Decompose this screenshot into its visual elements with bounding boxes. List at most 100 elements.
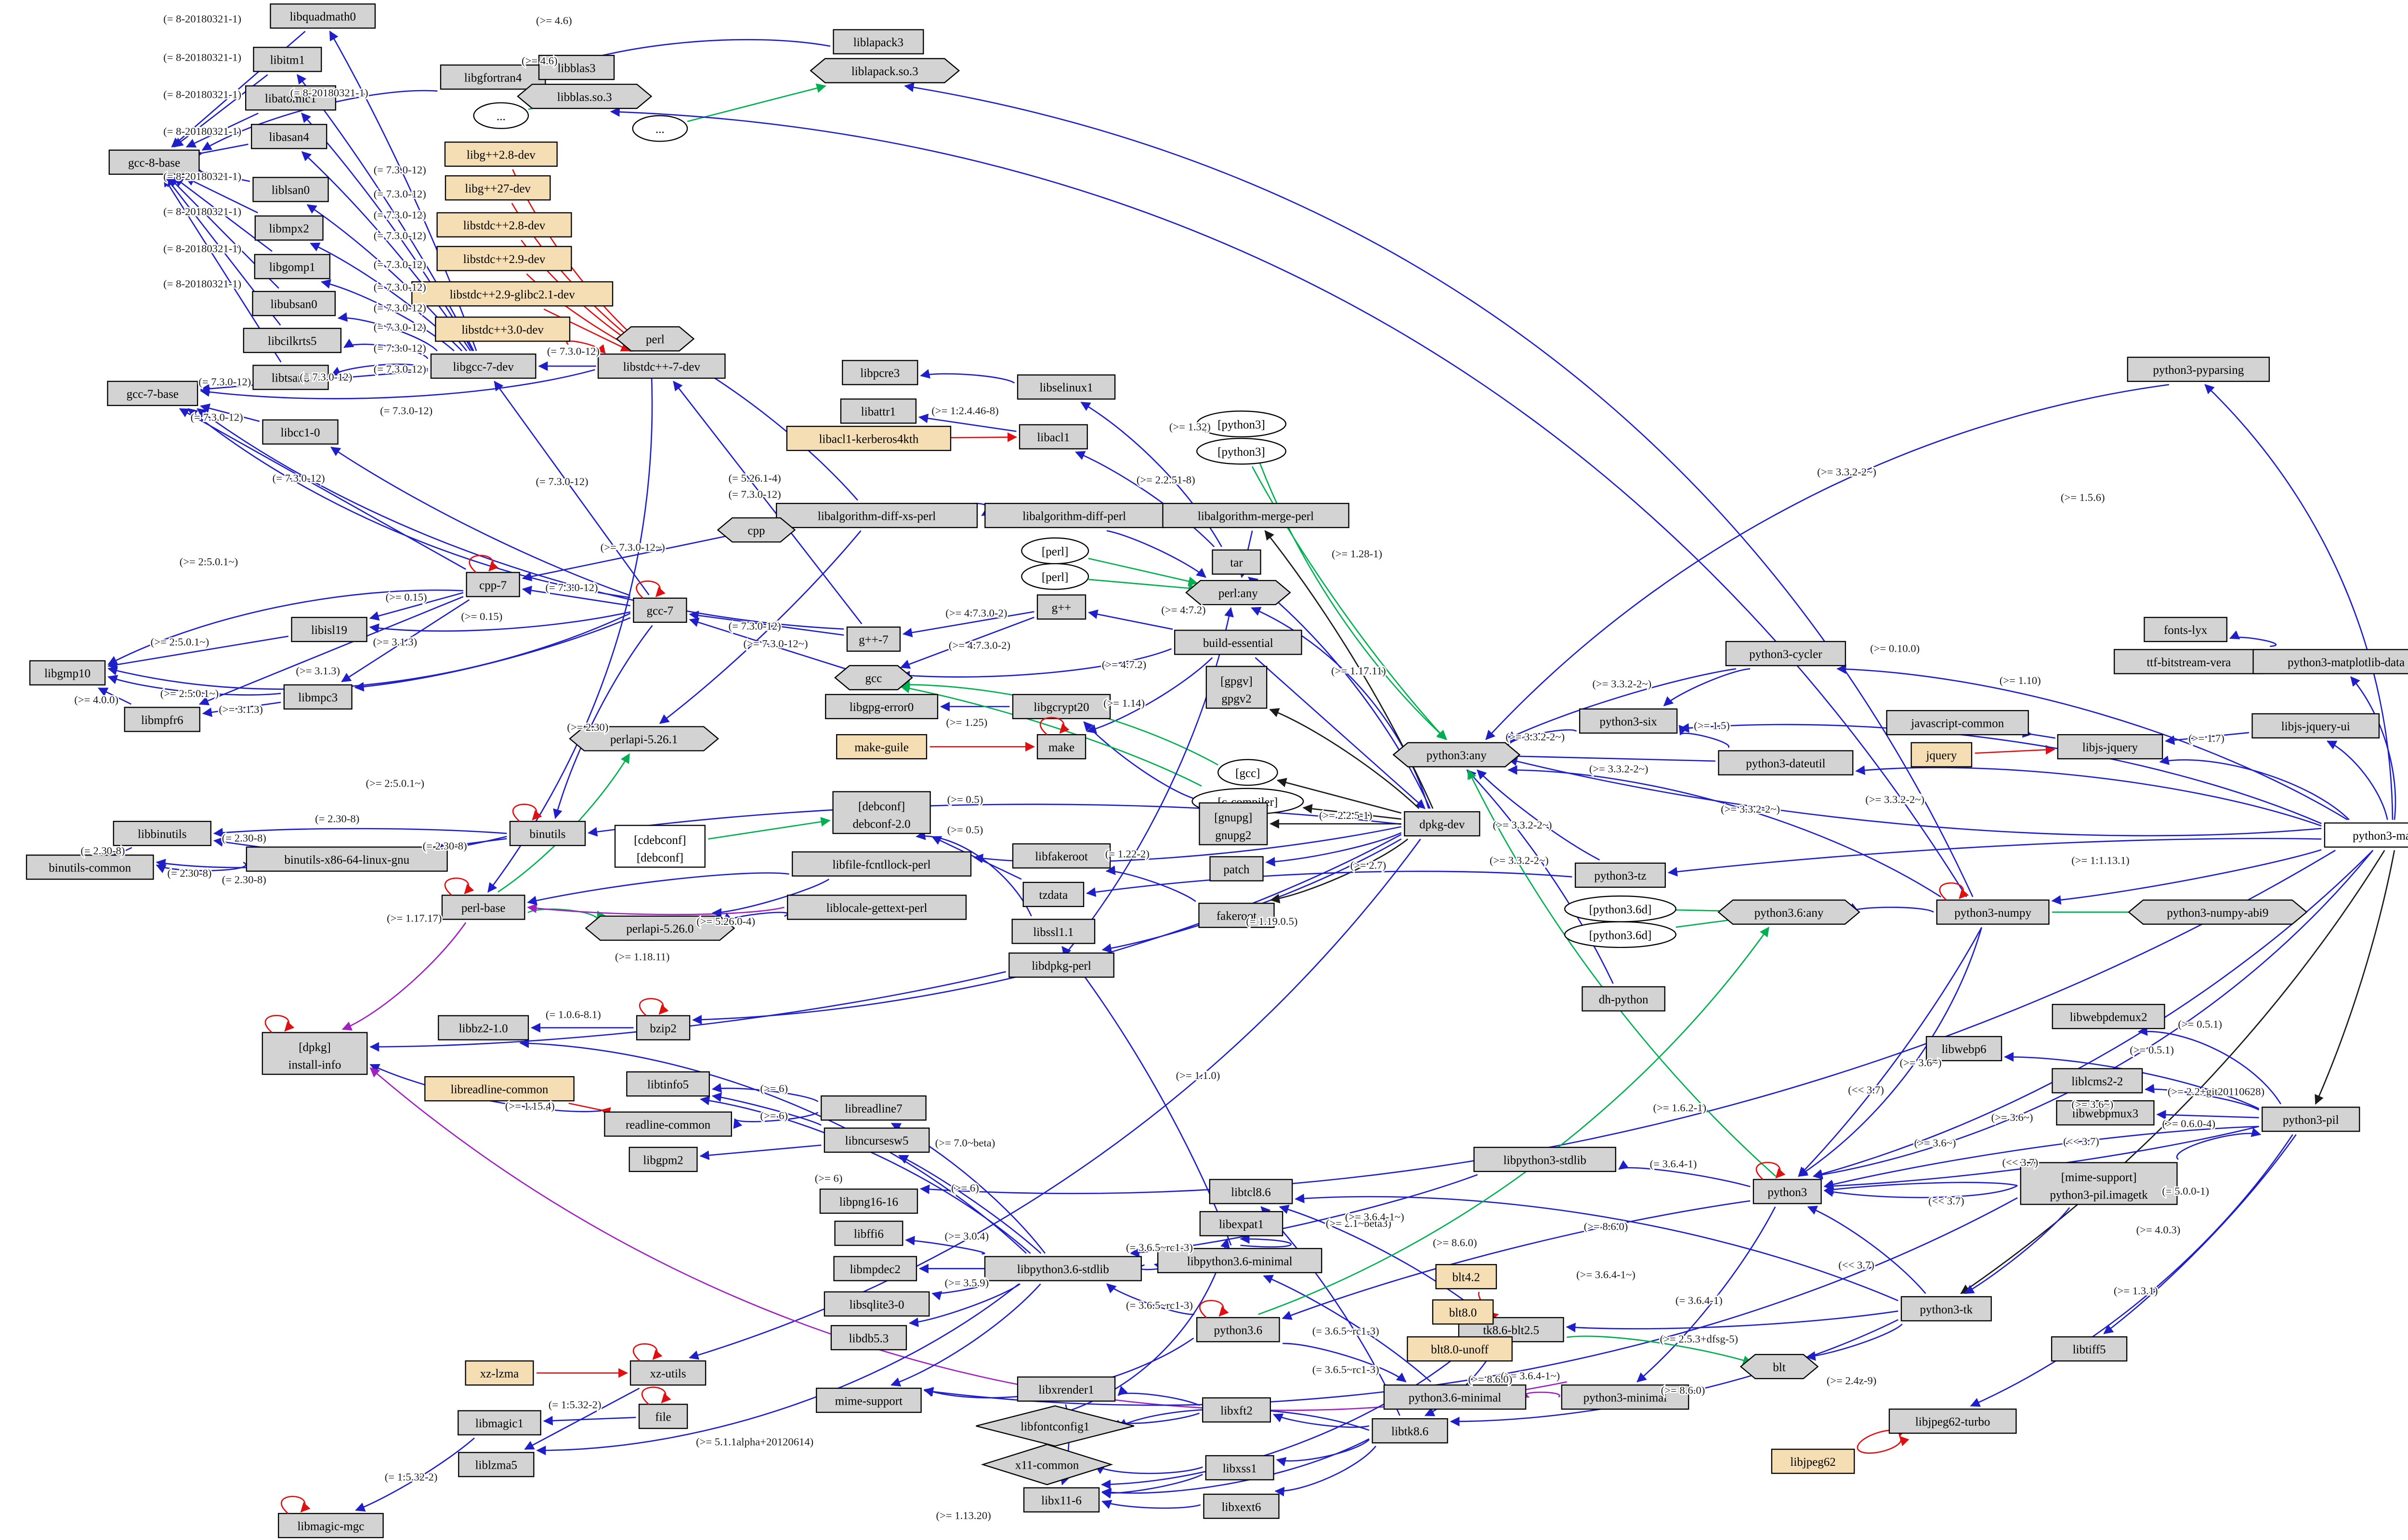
node-py36noteA: [python3.6d] bbox=[1564, 895, 1676, 922]
edge-python3-tk--libtcl8.6 bbox=[1295, 1193, 1898, 1302]
edge-xz-utils--liblzma5 bbox=[524, 1387, 640, 1450]
node-perlapi-5.26.0: perlapi-5.26.0 bbox=[585, 915, 735, 941]
edge-version-label: (>= 4:7.2) bbox=[1102, 658, 1146, 671]
node-jquery: jquery bbox=[1911, 742, 1973, 767]
node-label: libgfortran4 bbox=[464, 71, 522, 84]
package-box bbox=[824, 1127, 930, 1153]
self-conflict-loop-icon bbox=[264, 1014, 295, 1033]
edge-pil-imagetk--python3-tk bbox=[1964, 1207, 2070, 1294]
node-label: [mime-support] bbox=[2061, 1171, 2137, 1184]
edge-python3.6-minimal--libpython3.6-minimal bbox=[1263, 1275, 1431, 1382]
node-libstdc++3.0-dev: libstdc++3.0-dev bbox=[435, 316, 571, 342]
edge-cpp-7--libmpc3 bbox=[341, 599, 470, 683]
package-box bbox=[262, 419, 339, 445]
edge-python3-pil--libwebpmux3 bbox=[2156, 1110, 2259, 1120]
node-label: javascript-common bbox=[1911, 717, 2004, 730]
package-box bbox=[1771, 1448, 1855, 1474]
node-liblocale-gettext-perl: liblocale-gettext-perl bbox=[787, 895, 967, 920]
node-libalgorithm-merge-perl: libalgorithm-merge-perl bbox=[1162, 502, 1349, 528]
self-conflict-loop-icon bbox=[641, 1386, 671, 1405]
package-box bbox=[113, 821, 211, 846]
edge-cpp-7--libmpfr6 bbox=[198, 596, 464, 706]
node-xz-utils: xz-utils bbox=[629, 1343, 707, 1386]
edge-version-label: (>= 0.5) bbox=[947, 824, 983, 836]
edge-version-label: (>= 8.6.0) bbox=[1661, 1384, 1705, 1396]
node-label: binutils-common bbox=[49, 862, 131, 875]
edge-cpp-7--libgmp10 bbox=[107, 589, 464, 665]
edge-libpython3.6-stdlib--libsqlite3-0 bbox=[931, 1283, 987, 1301]
virtual-package-hexagon bbox=[1185, 579, 1291, 605]
edge-gcc-7--libisl19 bbox=[369, 611, 631, 633]
edge-python3-numpy--python3 bbox=[1798, 927, 1982, 1177]
edge-libcc1-0--gcc-7-base bbox=[200, 403, 260, 422]
edge-libreadline7--readline-common bbox=[733, 1112, 819, 1129]
edge-python3-matplotlib--libpng16-16 bbox=[919, 850, 2336, 1194]
package-box bbox=[1209, 856, 1264, 882]
node-libpython3.6-minimal: libpython3.6-minimal bbox=[1157, 1248, 1322, 1274]
package-box bbox=[614, 825, 706, 868]
edge-perlnoteA--perl:any bbox=[1088, 557, 1198, 586]
node-libmpc3: libmpc3 bbox=[283, 684, 353, 710]
node-label: make bbox=[1048, 741, 1074, 754]
node-label: libssl1.1 bbox=[1033, 926, 1073, 939]
package-box bbox=[842, 360, 918, 385]
edge-version-label: (>= 4.6) bbox=[536, 14, 572, 26]
package-box bbox=[1212, 549, 1261, 575]
node-libreadline7: libreadline7 bbox=[821, 1095, 927, 1121]
edge-version-label: (>= 0.10.0) bbox=[1870, 642, 1920, 654]
node-label: [python3] bbox=[1217, 446, 1265, 459]
edge-version-label: (>= 6) bbox=[760, 1082, 788, 1094]
package-box bbox=[2056, 1100, 2155, 1126]
edge-libasan4--gcc-8-base bbox=[193, 144, 249, 159]
node-libgcrypt20: libgcrypt20 bbox=[1012, 694, 1111, 719]
edge-python3.6--python3.6-minimal bbox=[1283, 1343, 1407, 1382]
node-libitm1: libitm1 bbox=[253, 47, 322, 72]
package-box bbox=[1753, 1179, 1822, 1204]
node-label: python3-numpy bbox=[1954, 907, 2031, 920]
node-install-info: [dpkg]install-info bbox=[262, 1014, 368, 1075]
edge-binutils--libbinutils bbox=[213, 828, 507, 838]
node-label: g++ bbox=[1052, 601, 1072, 614]
edge-version-label: (>= 0.5.1) bbox=[2178, 1018, 2222, 1030]
edge-libalgorithm-diff-xs-perl--perlapi-5.26.1 bbox=[659, 530, 862, 724]
edge-libstdc++-7-dev--gcc-7-base bbox=[200, 369, 595, 399]
node-label: libbz2-1.0 bbox=[459, 1022, 508, 1035]
package-box bbox=[825, 694, 939, 719]
node-libgpg-error0: libgpg-error0 bbox=[825, 694, 939, 719]
package-box bbox=[1936, 899, 2050, 925]
node-libtk8.6: libtk8.6 bbox=[1372, 1418, 1448, 1444]
node-label: bzip2 bbox=[650, 1022, 677, 1035]
edge-python3-six--python3:any bbox=[1507, 729, 1577, 746]
edge-libncursesw5--libgpm2 bbox=[699, 1144, 822, 1160]
node-python3.6-minimal: python3.6-minimal bbox=[1383, 1384, 1527, 1410]
node-label: libfakeroot bbox=[1035, 850, 1088, 863]
node-libncursesw5: libncursesw5 bbox=[824, 1127, 930, 1153]
node-label: fonts-lyx bbox=[2164, 624, 2208, 637]
package-box bbox=[283, 684, 353, 710]
node-label: libexpat1 bbox=[1219, 1218, 1264, 1231]
package-box bbox=[278, 1513, 384, 1539]
edge-version-label: (= 8-20180321-1) bbox=[163, 52, 241, 64]
node-label: gcc-7-base bbox=[127, 388, 179, 401]
edge-version-label: (= 2.30-8) bbox=[423, 840, 467, 852]
node-label: python3-six bbox=[1599, 715, 1657, 728]
node-libblas3: libblas3 bbox=[538, 54, 615, 80]
node-label: libselinux1 bbox=[1039, 382, 1093, 395]
edge-gcc-7--libcc1-0 bbox=[330, 447, 631, 596]
node-dots1: ... bbox=[473, 102, 529, 129]
node-libsqlite3-0: libsqlite3-0 bbox=[824, 1291, 930, 1317]
package-box bbox=[2127, 356, 2270, 382]
node-label: binutils bbox=[530, 828, 566, 841]
edge-version-label: (>= 3.6~) bbox=[1991, 1111, 2033, 1123]
edge-version-label: (= 3.6.4-1) bbox=[1675, 1294, 1723, 1306]
node-tzdata: tzdata bbox=[1022, 882, 1085, 908]
node-label: readline-common bbox=[626, 1119, 711, 1132]
node-libssl1.1: libssl1.1 bbox=[1011, 919, 1096, 944]
node-label: libblas.so.3 bbox=[557, 91, 612, 104]
edge-build-essential--dpkg-dev bbox=[1255, 657, 1426, 809]
edge-version-label: (<< 3.7) bbox=[1848, 1084, 1884, 1096]
self-conflict-loop-icon bbox=[639, 998, 669, 1016]
edge-version-label: (>= 4.0.0) bbox=[74, 694, 118, 706]
edge-python3-numpy--libblas.so.3 bbox=[610, 107, 1967, 897]
edge-version-label: (= 8-20180321-1) bbox=[163, 125, 241, 137]
